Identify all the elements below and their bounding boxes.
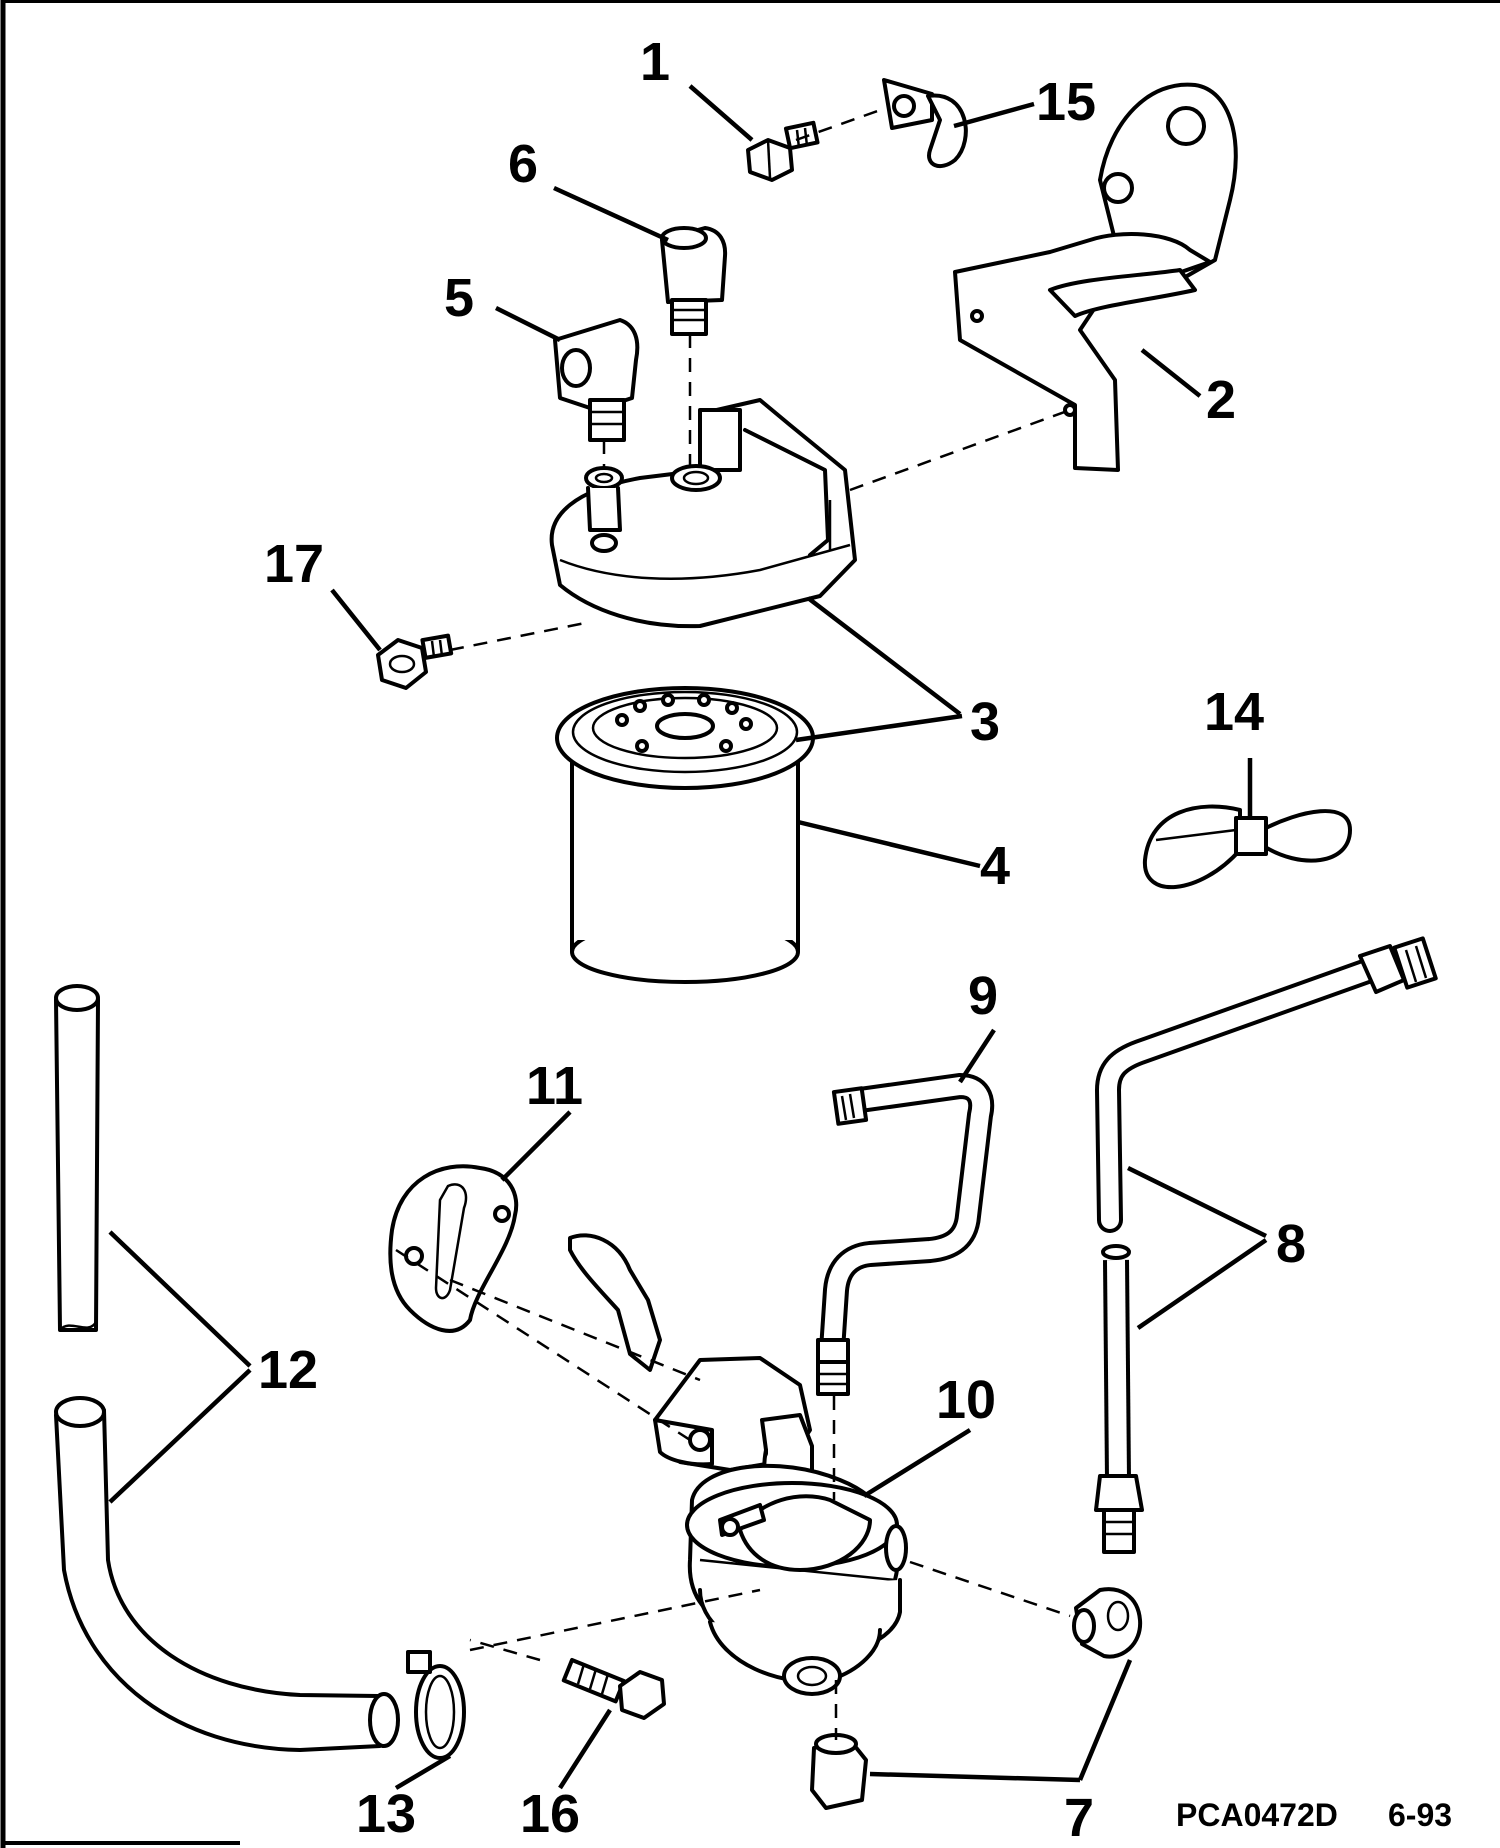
part-11-gasket: [388, 1164, 519, 1333]
part-8-fuel-tube-lower: [1094, 1244, 1144, 1554]
label-part-17: 17: [264, 534, 324, 594]
label-part-14: 14: [1204, 682, 1264, 742]
label-part-11: 11: [526, 1056, 583, 1116]
part-1-bolt: [746, 120, 820, 182]
label-part-16: 16: [520, 1784, 580, 1844]
part-10-fuel-pump: [568, 1233, 908, 1696]
label-part-6: 6: [508, 134, 538, 194]
part-3-filter-head: [549, 398, 857, 629]
part-16-bolt: [561, 1658, 666, 1720]
label-part-5: 5: [444, 268, 474, 328]
label-part-3: 3: [970, 692, 1000, 752]
part-6-elbow-fitting: [660, 226, 728, 336]
label-part-15: 15: [1036, 72, 1096, 132]
label-part-2: 2: [1206, 370, 1236, 430]
label-part-12: 12: [258, 1340, 318, 1400]
part-13-hose-clamp: [406, 1650, 466, 1760]
part-8-fuel-tube-upper: [1094, 936, 1438, 1233]
drawing-date: 6-93: [1388, 1797, 1452, 1833]
part-9-fuel-line: [816, 1072, 995, 1396]
part-14-cable-tie: [1142, 804, 1352, 890]
part-labels: 1 15 6 5 2 17 3 14 4 9 11 8 12 10 13 16 …: [258, 32, 1306, 1848]
drawing-code: PCA0472D: [1176, 1797, 1338, 1833]
part-12-hose-lower: [54, 1396, 400, 1752]
part-5-tee-fitting: [553, 318, 640, 442]
drawing-reference: PCA0472D 6-93: [1176, 1797, 1452, 1833]
label-part-10: 10: [936, 1370, 996, 1430]
label-part-4: 4: [980, 836, 1010, 896]
part-17-bolt: [376, 633, 454, 690]
part-2-bracket: [953, 82, 1238, 472]
part-7-plug-fitting: [810, 1733, 868, 1810]
label-part-9: 9: [968, 966, 998, 1026]
label-part-1: 1: [640, 32, 670, 92]
part-15-clip: [882, 78, 968, 169]
label-part-7: 7: [1064, 1788, 1094, 1848]
label-part-13: 13: [356, 1784, 416, 1844]
label-part-8: 8: [1276, 1214, 1306, 1274]
part-4-filter-canister: [555, 686, 815, 984]
leader-lines: [108, 84, 1268, 1790]
part-7-elbow-fitting: [1072, 1587, 1143, 1659]
alignment-lines: [395, 106, 1071, 1740]
part-12-hose-upper: [54, 984, 100, 1332]
